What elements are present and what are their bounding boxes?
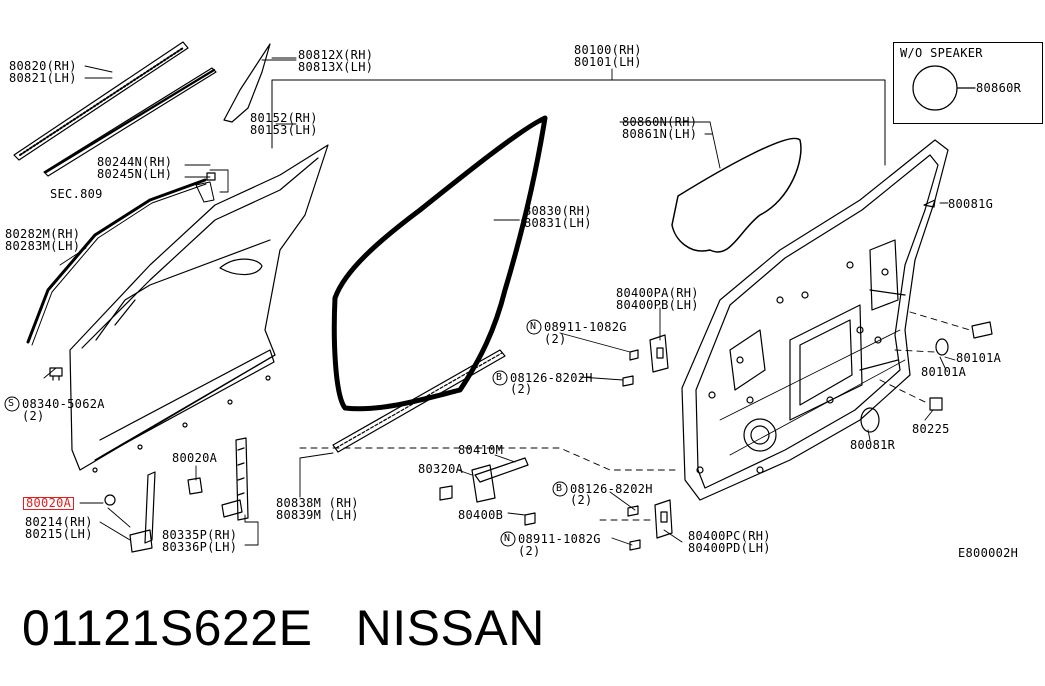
leader-lines: [44, 58, 955, 545]
clip-80020a-top: [188, 478, 202, 494]
label-80335p[interactable]: 80335P(RH): [162, 528, 238, 542]
label-80152[interactable]: 80152(RH): [250, 111, 318, 125]
label-80400pb[interactable]: 80400PB(LH): [616, 298, 699, 312]
label-80100[interactable]: 80100(RH): [574, 43, 642, 57]
label-80245n[interactable]: 80245N(LH): [97, 167, 173, 181]
label-80860r[interactable]: 80860R: [976, 81, 1022, 95]
screw-08340: [50, 368, 62, 380]
sash-80335p: [222, 438, 248, 520]
label-wo-speaker: W/O SPEAKER: [900, 46, 983, 60]
label-80821[interactable]: 80821(LH): [9, 71, 77, 85]
label-80820[interactable]: 80820(RH): [9, 59, 77, 73]
label-80283m[interactable]: 80283M(LH): [5, 239, 81, 253]
door-inner-panel: [682, 140, 948, 500]
label-80812x[interactable]: 80812X(RH): [298, 48, 374, 62]
door-seal: [334, 118, 545, 409]
symbol-n-bottom: N: [504, 533, 511, 544]
door-check: [440, 458, 535, 525]
label-80225[interactable]: 80225: [912, 422, 950, 436]
plug-square: [972, 322, 992, 338]
door-outer-panel: [70, 145, 328, 472]
part-number: 01121S622E: [22, 600, 313, 656]
label-80861n[interactable]: 80861N(LH): [622, 127, 698, 141]
label-80400pa[interactable]: 80400PA(RH): [616, 286, 699, 300]
label-08126-top[interactable]: 08126-8202H: [510, 371, 593, 385]
label-80830[interactable]: 80830(RH): [524, 204, 592, 218]
label-80860n[interactable]: 80860N(RH): [622, 115, 698, 129]
symbol-b-top: B: [496, 372, 503, 383]
symbol-s: S: [8, 398, 15, 409]
label-80336p[interactable]: 80336P(LH): [162, 540, 238, 554]
label-80153[interactable]: 80153(LH): [250, 123, 318, 137]
label-08340-qty: (2): [22, 409, 45, 423]
label-sec809[interactable]: SEC.809: [50, 187, 103, 201]
label-80020a-top[interactable]: 80020A: [172, 451, 218, 465]
door-weatherstrip: [28, 180, 205, 342]
label-80320a[interactable]: 80320A: [418, 462, 464, 476]
label-80214[interactable]: 80214(RH): [25, 515, 93, 529]
label-08911-top-qty: (2): [544, 332, 567, 346]
label-08126-bottom-qty: (2): [570, 493, 593, 507]
diagram-code: E800002H: [958, 546, 1019, 560]
bumper-80225: [930, 398, 942, 410]
footer-caption: 01121S622E NISSAN: [22, 598, 545, 658]
label-80215[interactable]: 80215(LH): [25, 527, 93, 541]
label-80101[interactable]: 80101(LH): [574, 55, 642, 69]
label-80020a-highlighted[interactable]: 80020A: [23, 497, 75, 510]
label-08126-bottom[interactable]: 08126-8202H: [570, 482, 653, 496]
dashed-leaders: [300, 312, 970, 520]
symbol-circles: [5, 320, 567, 546]
label-80101a[interactable]: 80101A: [921, 365, 967, 379]
plug-oval: [936, 339, 948, 355]
plug-80081r: [861, 408, 879, 432]
label-80400pc[interactable]: 80400PC(RH): [688, 529, 771, 543]
corner-piece: [224, 44, 270, 122]
bracket-80214: [130, 472, 155, 552]
upper-hinge: [623, 335, 668, 386]
small-clip: [196, 182, 214, 202]
clip-80020a-left: [105, 495, 115, 505]
frame-top-line: [272, 80, 885, 165]
brand-name: NISSAN: [355, 600, 545, 656]
label-08911-bottom[interactable]: 08911-1082G: [518, 532, 601, 546]
label-08911-bottom-qty: (2): [518, 544, 541, 558]
label-80400b[interactable]: 80400B: [458, 508, 504, 522]
window-trim-strip: [14, 42, 216, 176]
label-80839m[interactable]: 80839M (LH): [276, 508, 359, 522]
label-80838m[interactable]: 80838M (RH): [276, 496, 359, 510]
diagram-drawing: [0, 0, 1045, 575]
label-80400pd[interactable]: 80400PD(LH): [688, 541, 771, 555]
label-80081g[interactable]: 80081G: [948, 197, 994, 211]
label-80813x[interactable]: 80813X(LH): [298, 60, 374, 74]
without-speaker-box: [893, 42, 1043, 124]
label-08340[interactable]: 08340-5062A: [22, 397, 105, 411]
symbol-b-bottom: B: [556, 483, 563, 494]
label-80831[interactable]: 80831(LH): [524, 216, 592, 230]
label-80244n[interactable]: 80244N(RH): [97, 155, 173, 169]
label-08126-top-qty: (2): [510, 382, 533, 396]
sill-strip: [333, 350, 505, 452]
label-08911-top[interactable]: 08911-1082G: [544, 320, 627, 334]
speaker-panel: [672, 138, 801, 252]
label-80081r[interactable]: 80081R: [850, 438, 896, 452]
label-80101a-right[interactable]: 80101A: [956, 351, 1002, 365]
label-80282m[interactable]: 80282M(RH): [5, 227, 81, 241]
symbol-n-top: N: [530, 321, 537, 332]
label-80410m[interactable]: 80410M: [458, 443, 504, 457]
lower-hinge: [628, 500, 672, 550]
